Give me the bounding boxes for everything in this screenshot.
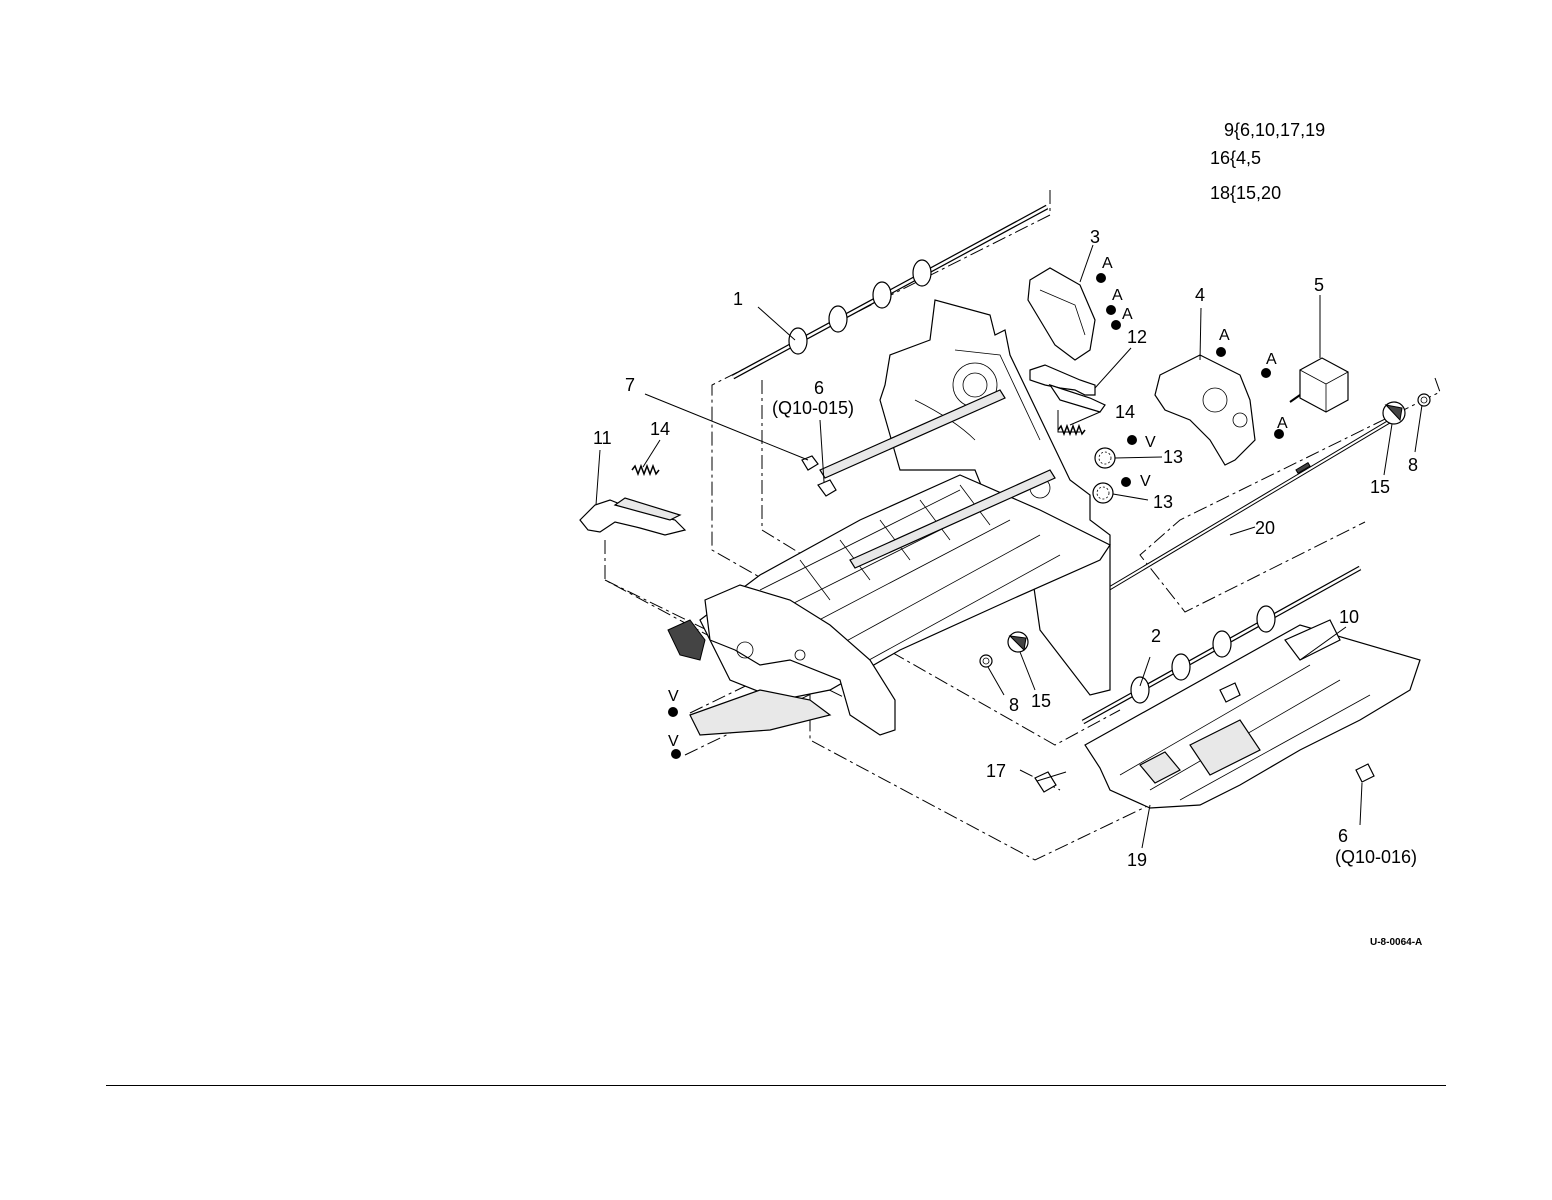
legend-line-2: 16{4,5 <box>1210 148 1261 168</box>
fastener-label-a: A <box>1102 255 1113 272</box>
callout-6-upper-ref: (Q10-015) <box>772 398 854 418</box>
legend-line-3: 18{15,20 <box>1210 183 1281 203</box>
sensor-17 <box>1035 772 1056 792</box>
lower-chute-19 <box>1085 625 1420 808</box>
fastener-label-a: A <box>1277 415 1288 432</box>
callout-3: 3 <box>1090 227 1100 247</box>
fastener-label-v: V <box>668 733 679 750</box>
pulley-15-right <box>1383 402 1405 424</box>
callout-4: 4 <box>1195 285 1205 305</box>
callout-11: 11 <box>593 428 612 448</box>
callout-8-left: 8 <box>1009 695 1019 715</box>
callout-8-right: 8 <box>1408 455 1418 475</box>
callout-13-lower: 13 <box>1153 492 1173 512</box>
sensor-6-lower <box>1356 764 1374 782</box>
callout-6-lower: 6 <box>1338 826 1348 846</box>
fastener-label-a: A <box>1112 287 1123 304</box>
legend-line-1: 9{6,10,17,19 <box>1224 120 1325 140</box>
callout-15-right: 15 <box>1370 477 1390 497</box>
gear-13-lower <box>1093 483 1113 503</box>
figure-code: U-8-0064-A <box>1370 937 1422 948</box>
fastener-label-v: V <box>1145 434 1156 451</box>
callout-5: 5 <box>1314 275 1324 295</box>
bearing-8-left <box>980 655 992 667</box>
callout-20: 20 <box>1255 518 1275 538</box>
callout-19: 19 <box>1127 850 1147 870</box>
footer-divider <box>106 1085 1446 1086</box>
callout-10: 10 <box>1339 607 1359 627</box>
callout-6-lower-ref: (Q10-016) <box>1335 847 1417 867</box>
fastener-label-a: A <box>1122 306 1133 323</box>
gear-13-upper <box>1095 448 1115 468</box>
callout-2: 2 <box>1151 626 1161 646</box>
spring-14-upper <box>1058 426 1085 434</box>
callout-14-left: 14 <box>650 419 670 439</box>
latch-lever-12 <box>1030 365 1105 412</box>
callout-17: 17 <box>986 761 1006 781</box>
spring-14-left <box>632 466 659 474</box>
callout-6-upper: 6 <box>814 378 824 398</box>
callout-1: 1 <box>733 289 743 309</box>
callout-12: 12 <box>1127 327 1147 347</box>
fastener-label-v: V <box>1140 473 1151 490</box>
bearing-8-right <box>1418 394 1430 406</box>
fastener-label-a: A <box>1266 351 1277 368</box>
pulley-15-left <box>1008 632 1028 652</box>
fastener-label-a: A <box>1219 327 1230 344</box>
callout-13-upper: 13 <box>1163 447 1183 467</box>
sensor-6-upper <box>818 480 836 496</box>
fastener-label-v: V <box>668 688 679 705</box>
bracket-3 <box>1028 268 1095 360</box>
callout-14-upper: 14 <box>1115 402 1135 422</box>
callout-15-left: 15 <box>1031 691 1051 711</box>
callout-7: 7 <box>625 375 635 395</box>
motor-5 <box>1290 358 1348 412</box>
